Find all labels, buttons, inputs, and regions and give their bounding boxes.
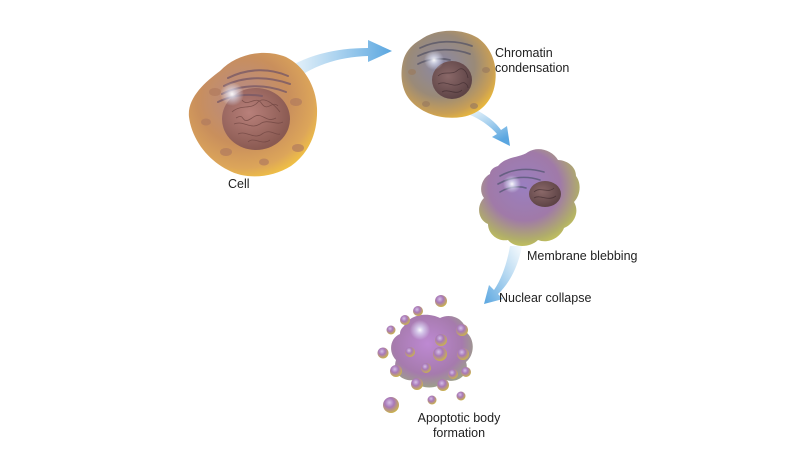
arrow-condensation-to-blebbing — [468, 106, 510, 146]
arrow-cell-to-condensation — [278, 40, 392, 84]
label-apoptotic-line1: Apoptotic body — [417, 411, 501, 425]
label-chromatin-line1: Chromatin — [495, 46, 553, 60]
normal-cell — [188, 52, 318, 177]
label-cell: Cell — [228, 177, 250, 191]
apoptotic-bodies — [377, 295, 473, 413]
label-nuclear-collapse: Nuclear collapse — [499, 291, 592, 305]
condensing-cell — [401, 30, 496, 118]
label-apoptotic-body-formation: Apoptotic body formation — [404, 411, 514, 441]
arrow-blebbing-to-apoptotic — [484, 246, 522, 304]
label-apoptotic-line2: formation — [432, 426, 486, 440]
label-chromatin-line2: condensation — [495, 61, 570, 75]
label-chromatin-condensation: Chromatin condensation — [495, 46, 569, 76]
label-membrane-blebbing: Membrane blebbing — [527, 249, 638, 263]
blebbing-cell — [479, 149, 580, 246]
apoptotic-spheres — [377, 295, 471, 413]
